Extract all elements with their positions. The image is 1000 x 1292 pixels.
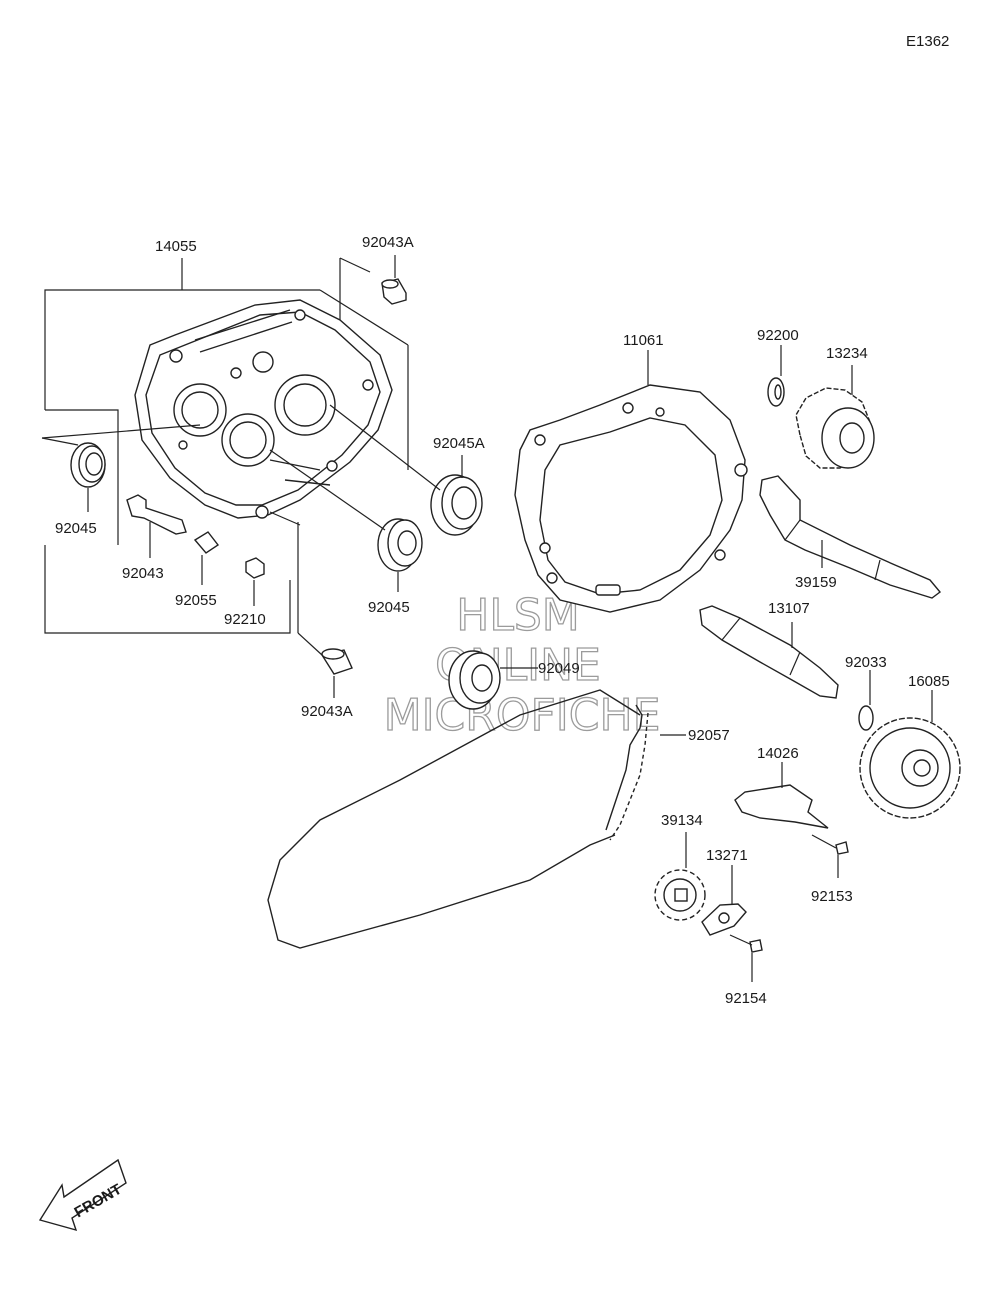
sprocket-gear-16085 [859, 690, 961, 819]
washer-92055 [193, 531, 220, 585]
label-92057: 92057 [688, 727, 730, 744]
label-92045a: 92045A [433, 435, 485, 452]
label-14026: 14026 [757, 745, 799, 762]
dowel-pin-92043a-top [381, 255, 407, 305]
oil-seal-92045-left [41, 424, 201, 512]
label-14055: 14055 [155, 238, 197, 255]
bearing-92045-mid [269, 449, 423, 592]
label-13271: 13271 [706, 847, 748, 864]
label-92045-mid: 92045 [368, 599, 410, 616]
label-92043: 92043 [122, 565, 164, 582]
label-13234: 13234 [826, 345, 868, 362]
bracket-14055 [44, 257, 409, 634]
sprocket-39134 [654, 832, 706, 921]
label-92033: 92033 [845, 654, 887, 671]
dowel-pin-92043a-bottom [297, 522, 353, 698]
bearing-92049 [448, 650, 538, 710]
label-92154: 92154 [725, 990, 767, 1007]
circlip-92033 [858, 670, 874, 731]
plate-13271 [701, 865, 747, 936]
label-16085: 16085 [908, 673, 950, 690]
label-92055: 92055 [175, 592, 217, 609]
label-39134: 39134 [661, 812, 703, 829]
shaft-39159 [759, 475, 942, 599]
diagram-code: E1362 [906, 33, 949, 50]
bolt-92153 [811, 834, 849, 878]
crankcase-cover-14055 [134, 299, 393, 526]
label-92210: 92210 [224, 611, 266, 628]
shaft-13107 [699, 605, 839, 699]
label-11061: 11061 [623, 332, 664, 349]
nut-92210 [245, 557, 265, 606]
label-92153: 92153 [811, 888, 853, 905]
drive-chain-92057 [267, 689, 686, 949]
bolt-92154 [729, 934, 763, 982]
label-13107: 13107 [768, 600, 810, 617]
label-92049: 92049 [538, 660, 580, 677]
watermark-line-3: MICROFICHE [384, 690, 661, 741]
washer-92200 [767, 345, 785, 407]
bolt-92043 [126, 494, 187, 558]
bearing-92045a [329, 404, 483, 536]
label-92200: 92200 [757, 327, 799, 344]
label-39159: 39159 [795, 574, 837, 591]
front-direction-arrow: FRONT [38, 1158, 127, 1232]
gear-13234 [795, 365, 875, 469]
label-92043a-top: 92043A [362, 234, 414, 251]
watermark: HLSM ONLINE MICROFICHE [383, 589, 661, 741]
label-92043a-bottom: 92043A [301, 703, 353, 720]
label-92045-left: 92045 [55, 520, 97, 537]
gasket-11061 [514, 350, 748, 613]
chain-guide-14026 [734, 762, 829, 829]
